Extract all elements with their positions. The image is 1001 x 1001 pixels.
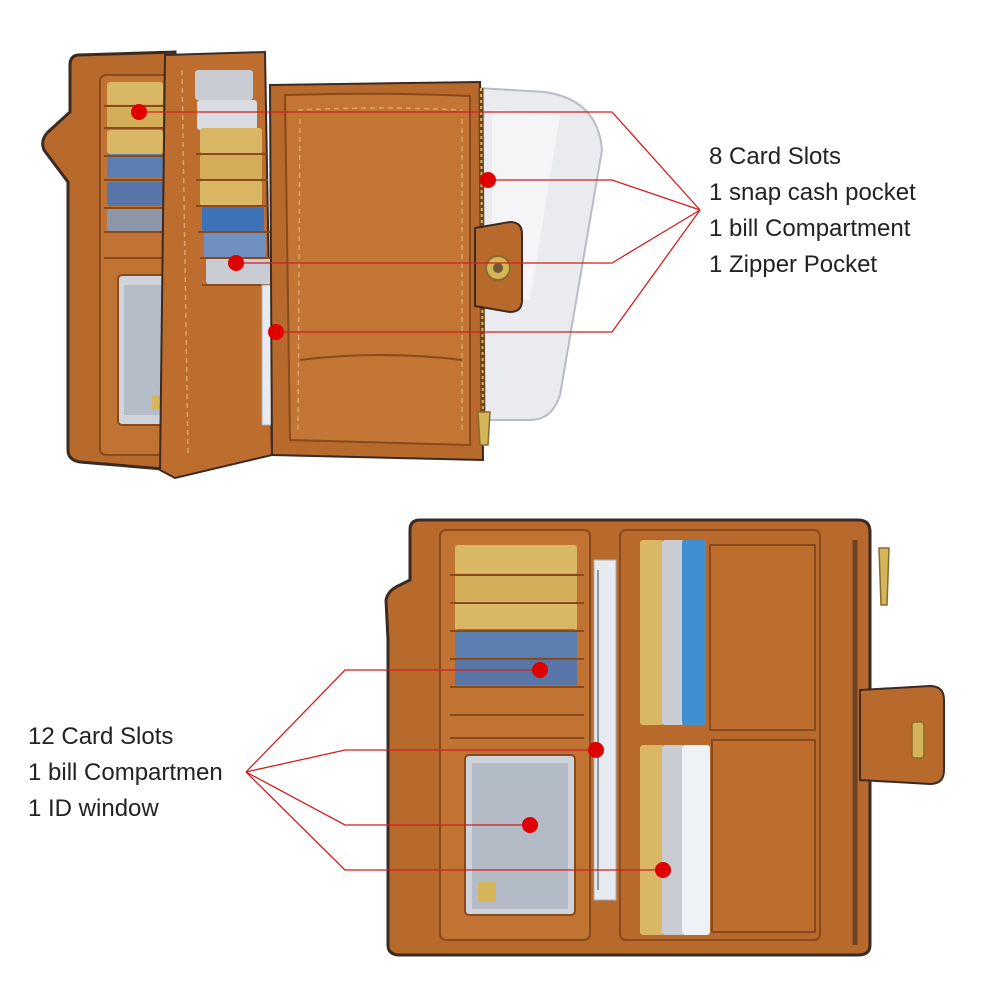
callout-lines-top — [139, 111, 701, 333]
callout-dot — [588, 742, 604, 758]
bottom-wallet — [384, 518, 945, 957]
callout-dot — [532, 662, 548, 678]
top-wallet — [41, 50, 604, 480]
feature-snap-cash-pocket: 1 snap cash pocket — [709, 179, 916, 206]
feature-card-slots: 12 Card Slots — [28, 723, 174, 750]
callout-dot — [131, 104, 147, 120]
callout-lines-bottom — [245, 669, 663, 871]
feature-bill-compartment: 1 bill Compartmen — [28, 759, 223, 786]
id-card-chip-top — [152, 395, 162, 409]
callout-dot — [228, 255, 244, 271]
card-stack-bottom-right — [640, 540, 710, 935]
feature-card-slots: 8 Card Slots — [709, 143, 842, 170]
snap-tab-bottom — [859, 684, 945, 786]
feature-bill-compartment: 1 bill Compartment — [709, 215, 911, 242]
card-slot-stitches-bottom — [450, 574, 584, 739]
snap-cash-pocket — [283, 92, 471, 447]
bill-note-bottom — [593, 559, 617, 901]
feature-id-window: 1 ID window — [28, 795, 159, 822]
card-stack-bottom-left — [455, 545, 577, 715]
callout-dots-top — [131, 104, 496, 340]
card-slot-stitches-left — [104, 105, 166, 259]
feature-zipper-pocket: 1 Zipper Pocket — [709, 251, 878, 278]
zipper-pull-bottom — [878, 547, 890, 606]
id-card-top — [124, 285, 162, 415]
top-wallet-feature-list: 8 Card Slots 1 snap cash pocket 1 bill C… — [709, 139, 916, 283]
id-card-chip-bottom — [478, 882, 496, 902]
snap-clasp-bottom — [911, 721, 925, 759]
callout-dot — [522, 817, 538, 833]
zipper-pull-top — [477, 411, 491, 446]
card-stack-middle — [195, 70, 272, 284]
callout-dot — [268, 324, 284, 340]
callout-dots-bottom — [522, 662, 671, 878]
callout-dot — [480, 172, 496, 188]
bottom-wallet-feature-list: 12 Card Slots 1 bill Compartmen 1 ID win… — [28, 719, 223, 827]
callout-dot — [655, 862, 671, 878]
